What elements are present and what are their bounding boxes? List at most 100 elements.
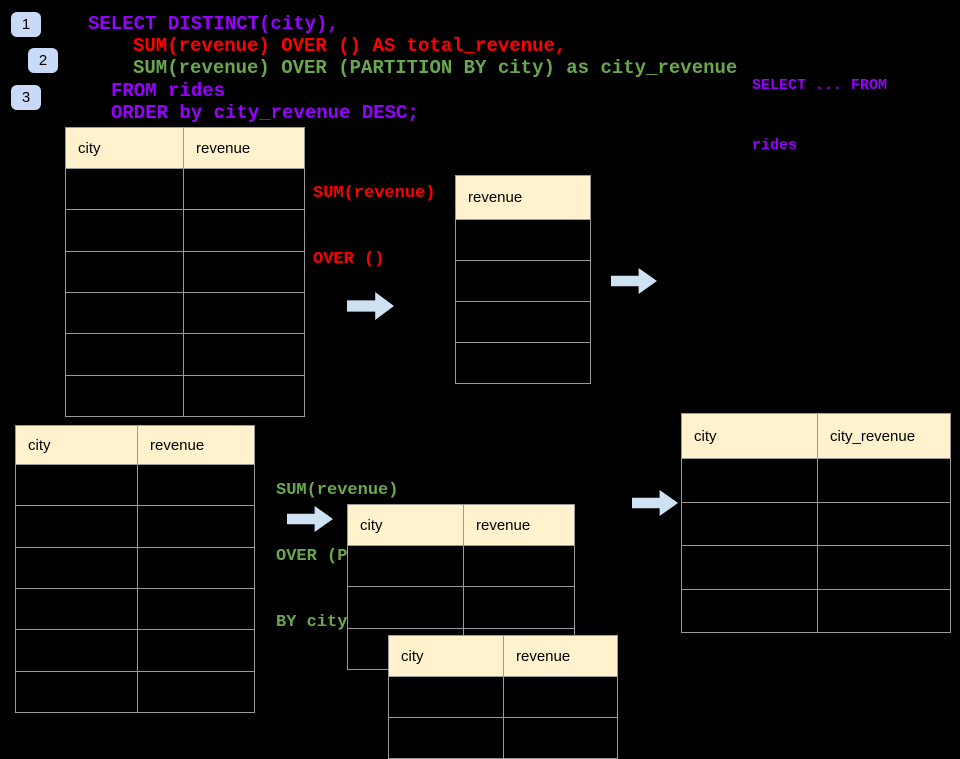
table-row [682, 458, 950, 502]
step-badge-3: 3 [11, 85, 41, 110]
annotation-total-revenue: SUM(revenue) OVER () [313, 139, 435, 293]
table-cell [504, 717, 617, 758]
table-row [16, 629, 254, 671]
table-row [66, 209, 304, 251]
table-row [682, 501, 950, 546]
table-row [389, 717, 617, 758]
table-row [456, 219, 590, 260]
arrow-right-icon [347, 292, 394, 320]
column-header: city [682, 414, 818, 458]
table-cell [818, 588, 950, 633]
table-cell [682, 458, 818, 502]
table-row [389, 676, 617, 717]
table-row [348, 545, 574, 587]
sql-line: SELECT DISTINCT(city), [88, 13, 339, 35]
table-row [456, 260, 590, 301]
table-cell [16, 546, 138, 588]
sql-code: SELECT DISTINCT(city),SUM(revenue) OVER … [0, 13, 760, 124]
sql-line: SUM(revenue) OVER () AS total_revenue, [133, 35, 567, 58]
table-row [16, 546, 254, 588]
table-row [16, 587, 254, 630]
sql-line: ORDER by city_revenue DESC; [111, 101, 419, 124]
column-header: city_revenue [818, 414, 950, 458]
table-cell [682, 545, 818, 589]
table-cell [184, 333, 304, 374]
table-cell [184, 250, 304, 292]
table-header-row: revenue [456, 176, 590, 219]
table-cell [16, 587, 138, 630]
table-total-revenue-result: revenue [455, 175, 591, 384]
table-cell [818, 545, 950, 589]
table-cell [16, 629, 138, 671]
table-row [456, 301, 590, 342]
table-cell [16, 464, 138, 506]
table-row [66, 333, 304, 375]
table-cell [389, 676, 504, 717]
annotation-line: BY city) [276, 613, 358, 632]
table-cell [66, 374, 184, 416]
table-row [682, 588, 950, 633]
table-cell [348, 545, 464, 587]
step-badge-1: 1 [11, 12, 41, 37]
table-row [456, 342, 590, 383]
column-header: revenue [184, 128, 304, 168]
sql-side-note-line: SELECT ... FROM [752, 77, 888, 94]
table-cell [464, 586, 574, 627]
column-header: revenue [138, 426, 254, 464]
table-cell [184, 291, 304, 333]
column-header: revenue [504, 636, 617, 676]
slide-canvas: { "palette": { "background": "#000000", … [0, 12, 951, 759]
table-row [682, 545, 950, 589]
table-cell [682, 588, 818, 632]
column-header: revenue [456, 176, 590, 219]
table-cell [138, 629, 254, 670]
column-header: city [66, 128, 184, 168]
table-row [16, 670, 254, 712]
table-cell [138, 546, 254, 588]
table-cell [348, 586, 464, 628]
table-cell [16, 670, 138, 712]
column-header: city [348, 505, 464, 545]
table-row [348, 586, 574, 628]
sql-side-note-line: rides [752, 137, 798, 154]
column-header: revenue [464, 505, 574, 545]
table-row [66, 374, 304, 416]
table-cell [818, 501, 950, 546]
sql-side-note: SELECT ... FROM rides [752, 36, 887, 176]
table-row [16, 505, 254, 547]
table-cell [184, 168, 304, 209]
table-cell [138, 587, 254, 629]
table-cell [184, 209, 304, 250]
sql-line: SUM(revenue) OVER (PARTITION BY city) as… [133, 57, 738, 80]
table-cell [138, 670, 254, 712]
table-row [16, 464, 254, 506]
table-cell [818, 458, 950, 502]
step-badge-2: 2 [28, 48, 58, 73]
table-cell [66, 291, 184, 334]
table-cell [184, 374, 304, 416]
annotation-line: SUM(revenue) [276, 481, 399, 500]
column-header: city [16, 426, 138, 464]
table-row [66, 168, 304, 210]
column-header: city [389, 636, 504, 676]
table-row [66, 250, 304, 292]
annotation-line: SUM(revenue) [313, 184, 436, 203]
table-cell [66, 250, 184, 292]
table-cell [464, 627, 574, 669]
table-cell [66, 333, 184, 375]
table-cell [16, 505, 138, 547]
table-cell [66, 168, 184, 210]
table-cell [138, 464, 254, 505]
table-cell [456, 301, 590, 342]
sql-line: FROM rides [111, 79, 226, 102]
table-cell [138, 505, 254, 546]
arrow-right-icon [611, 268, 657, 294]
table-row [66, 291, 304, 334]
